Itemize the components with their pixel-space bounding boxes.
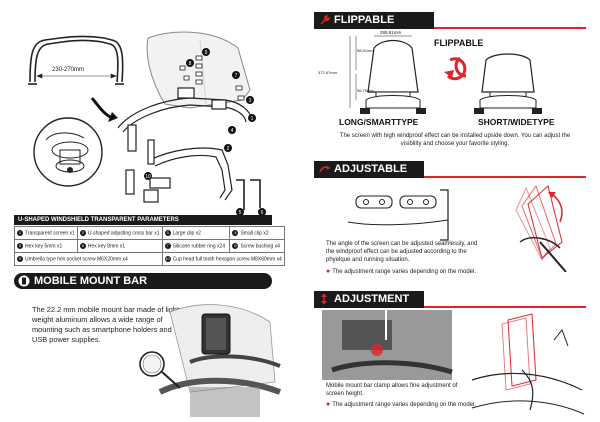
parts-table-title: U-SHAPED WINDSHIELD TRANSPARENT PARAMETE…	[14, 215, 272, 225]
dimension-a: 58.51mm	[357, 48, 374, 53]
clip-detail-circle	[33, 117, 103, 187]
adjustable-angle-note: ●The adjustment range varies depending o…	[326, 268, 476, 275]
adjustment-height-note: ●The adjustment range varies depending o…	[326, 401, 476, 408]
cross-bar-illustration	[117, 87, 253, 203]
wrench-icon	[320, 15, 330, 25]
svg-text:3: 3	[249, 98, 252, 104]
bullet-icon: ●	[326, 268, 331, 275]
svg-text:1: 1	[251, 116, 254, 122]
adjustable-angle-header: ADJUSTABLE ANGLE	[314, 161, 424, 192]
flippable-screen-diagram: 288.81mm 58.51mm 372.67mm 96.75mm	[318, 30, 542, 114]
dimension-width: 288.81mm	[380, 30, 402, 35]
exploded-assembly-diagram: 230-270mm 9	[28, 31, 266, 216]
svg-text:5: 5	[239, 210, 242, 216]
dimension-c: 96.75mm	[357, 88, 374, 93]
svg-text:4: 4	[231, 128, 234, 134]
u-bar-illustration	[28, 35, 124, 85]
callout-markers: 9 8 7 3 1 4 2 10 5 6	[144, 48, 266, 216]
mount-bar-photo-illustration	[139, 304, 282, 417]
arrow-icon	[90, 97, 113, 120]
flippable-screen-header: FLIPPABLE SCREEN	[314, 12, 434, 43]
angle-icon	[319, 166, 330, 173]
height-arrow-icon	[321, 293, 327, 305]
flip-arrows-icon	[444, 56, 467, 81]
svg-text:10: 10	[145, 174, 151, 180]
bullet-icon: ●	[326, 401, 331, 408]
u-bar-dimension: 230-270mm	[52, 67, 84, 73]
adjustable-angle-diagram	[347, 184, 567, 272]
svg-text:9: 9	[205, 50, 208, 56]
dimension-b: 372.67mm	[318, 70, 338, 75]
hex-key-illustration	[236, 179, 261, 210]
adjustment-height-description: Mobile mount bar clamp allows fine adjus…	[326, 383, 458, 397]
adjustable-angle-description: The angle of the screen can be adjusted …	[326, 241, 478, 263]
svg-text:8: 8	[189, 61, 192, 67]
svg-text:7: 7	[235, 73, 238, 79]
u-bar-dimension-line	[36, 73, 117, 79]
adjustable-angle-rule	[424, 176, 586, 178]
adjustment-height-rule	[424, 306, 586, 308]
flippable-screen-rule	[434, 27, 586, 29]
windshield-illustration	[146, 31, 251, 109]
adjustment-height-header: ADJUSTMENT HIGHT	[314, 291, 424, 322]
flippable-label: FLIPPABLE	[434, 38, 484, 48]
flippable-description: The screen with high windproof effect ca…	[339, 133, 571, 147]
adjustment-height-diagram	[322, 310, 585, 415]
mobile-mount-description: The 22.2 mm mobile mount bar made of lig…	[32, 305, 180, 344]
phone-icon	[18, 275, 30, 287]
svg-text:2: 2	[227, 146, 230, 152]
svg-text:6: 6	[261, 210, 264, 216]
long-type-label: LONG/SMARTTYPE	[339, 117, 419, 127]
short-type-label: SHORT/WIDETYPE	[478, 117, 555, 127]
mobile-mount-bar-header: MOBILE MOUNT BAR	[14, 273, 272, 289]
